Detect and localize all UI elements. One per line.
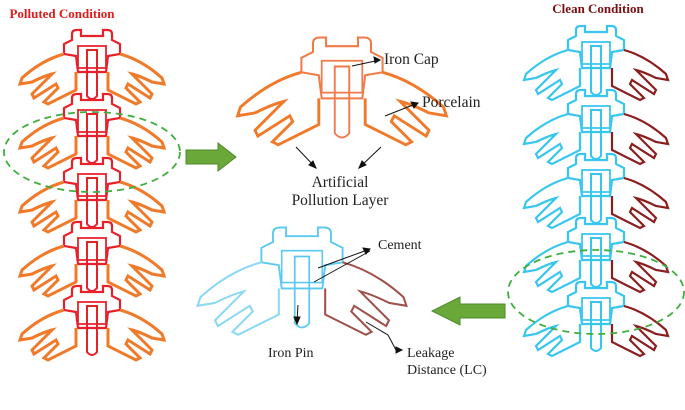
cement-label: Cement — [378, 238, 422, 253]
insulator-unit — [17, 220, 167, 298]
insulator-unit — [522, 88, 670, 166]
insulator-unit — [522, 280, 670, 358]
leakage-label: Leakage — [407, 346, 454, 361]
iron-cap-label: Iron Cap — [384, 51, 439, 68]
iron-pin-label: Iron Pin — [268, 346, 314, 361]
polluted-highlight-ellipse — [3, 111, 181, 193]
insulator-unit — [17, 92, 167, 170]
porcelain-label: Porcelain — [422, 94, 481, 111]
polluted-insulator-stack — [17, 28, 167, 362]
clean-insulator-stack — [522, 24, 670, 358]
left-arrow — [430, 296, 506, 326]
artificial-label: Artificial — [312, 174, 369, 191]
pollution-layer-label: Pollution Layer — [292, 192, 390, 209]
right-arrow — [185, 141, 237, 173]
insulator-unit — [17, 28, 167, 106]
insulator-unit — [522, 24, 670, 102]
insulator-unit — [522, 152, 670, 230]
insulator-unit — [17, 156, 167, 234]
clean-highlight-ellipse — [507, 249, 685, 335]
insulator-unit — [17, 284, 167, 362]
annotations — [293, 56, 419, 354]
leakage-distance-label: Distance (LC) — [407, 363, 487, 378]
polluted-condition-title: Polluted Condition — [9, 6, 115, 21]
clean-single-unit — [196, 226, 408, 336]
clean-condition-title: Clean Condition — [552, 1, 644, 16]
insulator-unit — [522, 216, 670, 294]
polluted-single-unit — [235, 36, 449, 147]
